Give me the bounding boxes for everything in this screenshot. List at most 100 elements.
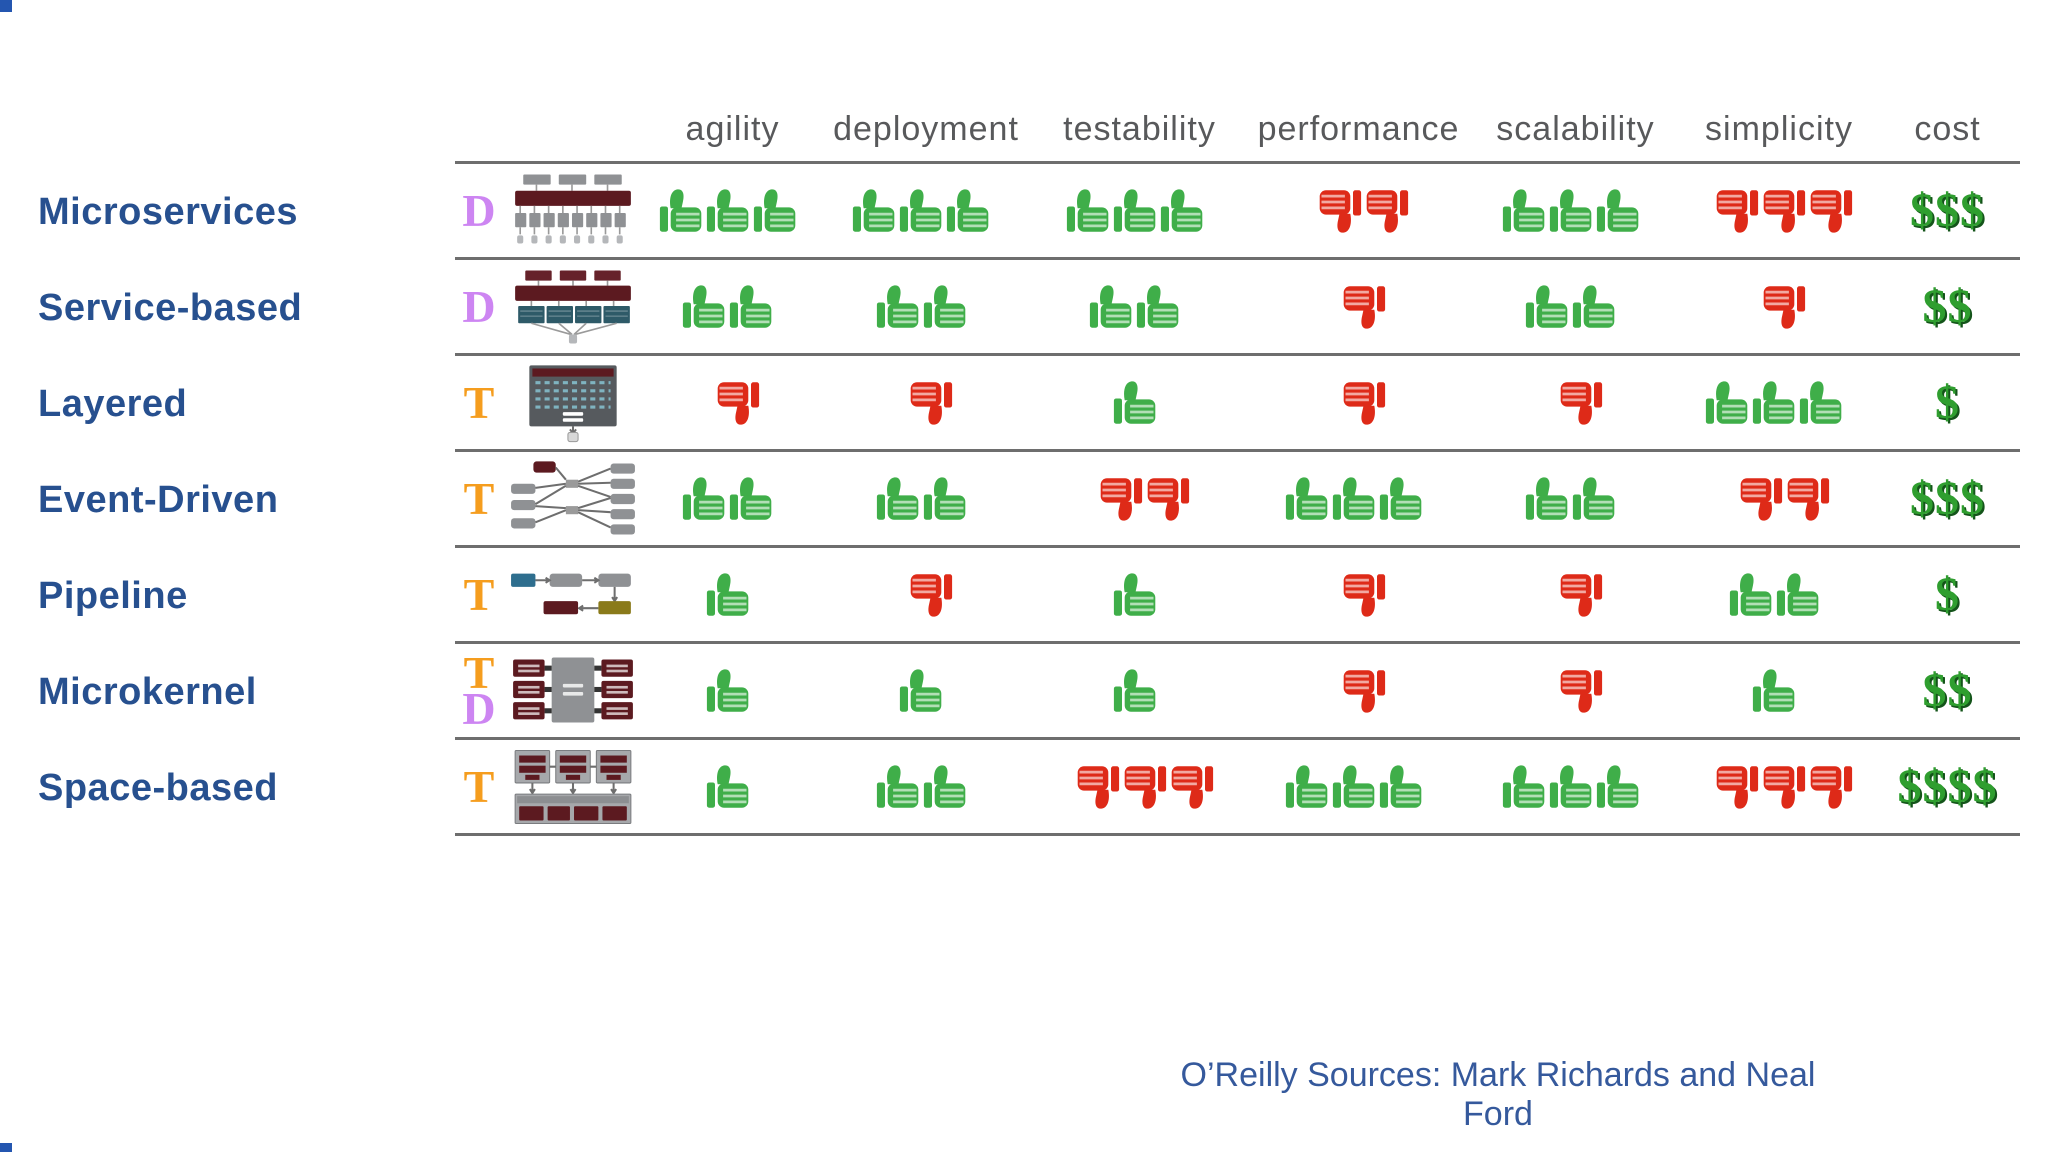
rating-cell-agility — [643, 758, 822, 816]
thumbs-up-icon — [752, 187, 797, 233]
rating-cell-deployment — [822, 374, 1030, 432]
rating-cell-cost: $$$ — [1875, 471, 2020, 526]
thumbs-down-icon — [1099, 476, 1143, 522]
thumbs-down-icon — [1558, 380, 1603, 426]
thumbs-down-icon — [1341, 284, 1386, 330]
thumbs-down-icon — [1762, 764, 1806, 810]
table-row: Pipeline T — [28, 548, 2020, 644]
thumbs-up-icon — [852, 187, 896, 233]
rating-cell-simplicity — [1683, 662, 1875, 720]
thumbs-up-icon — [899, 187, 943, 233]
thumbs-down-icon — [715, 380, 760, 426]
dollar-sign-icon: $ — [1935, 376, 1960, 429]
rating-cell-cost: $$$$ — [1875, 759, 2020, 814]
rating-cell-agility — [643, 278, 822, 336]
thumbs-up-icon — [1378, 475, 1423, 521]
thumbs-down-icon — [1341, 380, 1386, 426]
style-badge-t: T — [463, 376, 495, 428]
thumbs-up-icon — [729, 283, 773, 329]
rating-cell-testability — [1030, 470, 1249, 528]
thumbs-down-icon — [1341, 668, 1386, 714]
column-header-simplicity: simplicity — [1705, 110, 1853, 148]
thumbs-down-icon — [1075, 764, 1120, 810]
microkernel-topology-thumbnail — [503, 651, 643, 731]
thumbs-down-icon — [1169, 764, 1214, 810]
thumbs-down-icon — [1341, 572, 1386, 618]
rating-cell-performance — [1249, 470, 1468, 528]
thumbs-up-icon — [1331, 763, 1376, 809]
style-type-badges: T — [455, 376, 503, 428]
rating-cell-agility — [643, 374, 822, 432]
table-row: Layered T — [28, 356, 2020, 452]
dollar-sign-icon: $$$$ — [1897, 760, 1998, 813]
thumbs-down-icon — [1809, 188, 1853, 234]
rating-cell-scalability — [1468, 374, 1683, 432]
style-badge-t: T — [463, 568, 495, 620]
space-based-topology-thumbnail — [503, 747, 643, 827]
rating-cell-simplicity — [1683, 278, 1875, 336]
thumbs-up-icon — [1501, 187, 1546, 233]
service-based-topology-thumbnail — [503, 267, 643, 347]
thumbs-down-icon — [1785, 476, 1830, 522]
microservices-topology-thumbnail — [503, 171, 643, 251]
column-header-deployment: deployment — [833, 110, 1019, 148]
thumbs-up-icon — [1112, 379, 1157, 425]
thumbs-up-icon — [1728, 571, 1773, 617]
table-row: Space-based T — [28, 740, 2020, 836]
slide-corner-artifact — [0, 1143, 12, 1152]
architecture-name-microservices: Microservices — [38, 190, 298, 233]
thumbs-up-icon — [1065, 187, 1110, 233]
architecture-name-service-based: Service-based — [38, 286, 303, 329]
column-header-testability: testability — [1063, 110, 1216, 148]
style-badge-t: T — [463, 760, 495, 812]
rating-cell-agility — [643, 662, 822, 720]
style-type-badges: T — [455, 475, 503, 521]
rating-cell-performance — [1249, 662, 1468, 720]
thumbs-up-icon — [1752, 667, 1796, 713]
table-row: Event-Driven T — [28, 452, 2020, 548]
rating-cell-cost: $$$ — [1875, 183, 2020, 238]
thumbs-down-icon — [1365, 188, 1409, 234]
layered-topology-thumbnail — [503, 363, 643, 443]
style-type-badges: T — [455, 760, 503, 812]
rating-cell-agility — [643, 566, 822, 624]
rating-cell-simplicity — [1683, 470, 1875, 528]
table-row: Microservices D — [28, 164, 2020, 260]
thumbs-up-icon — [946, 187, 990, 233]
thumbs-up-icon — [1112, 187, 1157, 233]
dollar-sign-icon: $$$ — [1910, 184, 1985, 237]
dollar-sign-icon: $$$ — [1910, 472, 1985, 525]
architecture-name-pipeline: Pipeline — [38, 574, 188, 617]
rating-cell-agility — [643, 182, 822, 240]
thumbs-up-icon — [1284, 763, 1329, 809]
rating-cell-performance — [1249, 758, 1468, 816]
thumbs-up-icon — [1331, 475, 1376, 521]
rating-cell-deployment — [822, 182, 1030, 240]
thumbs-up-icon — [1752, 379, 1796, 425]
rating-cell-performance — [1249, 278, 1468, 336]
thumbs-up-icon — [682, 475, 726, 521]
thumbs-down-icon — [1558, 572, 1603, 618]
thumbs-up-icon — [1112, 667, 1157, 713]
rating-cell-scalability — [1468, 278, 1683, 336]
dollar-sign-icon: $ — [1935, 568, 1960, 621]
style-badge-d: D — [462, 682, 496, 734]
rating-cell-simplicity — [1683, 374, 1875, 432]
thumbs-up-icon — [875, 283, 920, 329]
thumbs-up-icon — [705, 763, 750, 809]
rating-cell-scalability — [1468, 182, 1683, 240]
dollar-sign-icon: $$ — [1922, 280, 1973, 333]
style-type-badges: D — [455, 283, 503, 329]
thumbs-up-icon — [1525, 283, 1569, 329]
architecture-name-space-based: Space-based — [38, 766, 278, 809]
thumbs-up-icon — [1501, 763, 1546, 809]
rating-cell-cost: $$ — [1875, 279, 2020, 334]
thumbs-up-icon — [658, 187, 703, 233]
thumbs-down-icon — [1715, 764, 1759, 810]
rating-cell-simplicity — [1683, 182, 1875, 240]
rating-cell-testability — [1030, 182, 1249, 240]
thumbs-up-icon — [1548, 763, 1593, 809]
thumbs-down-icon — [1762, 284, 1806, 330]
rating-cell-deployment — [822, 758, 1030, 816]
